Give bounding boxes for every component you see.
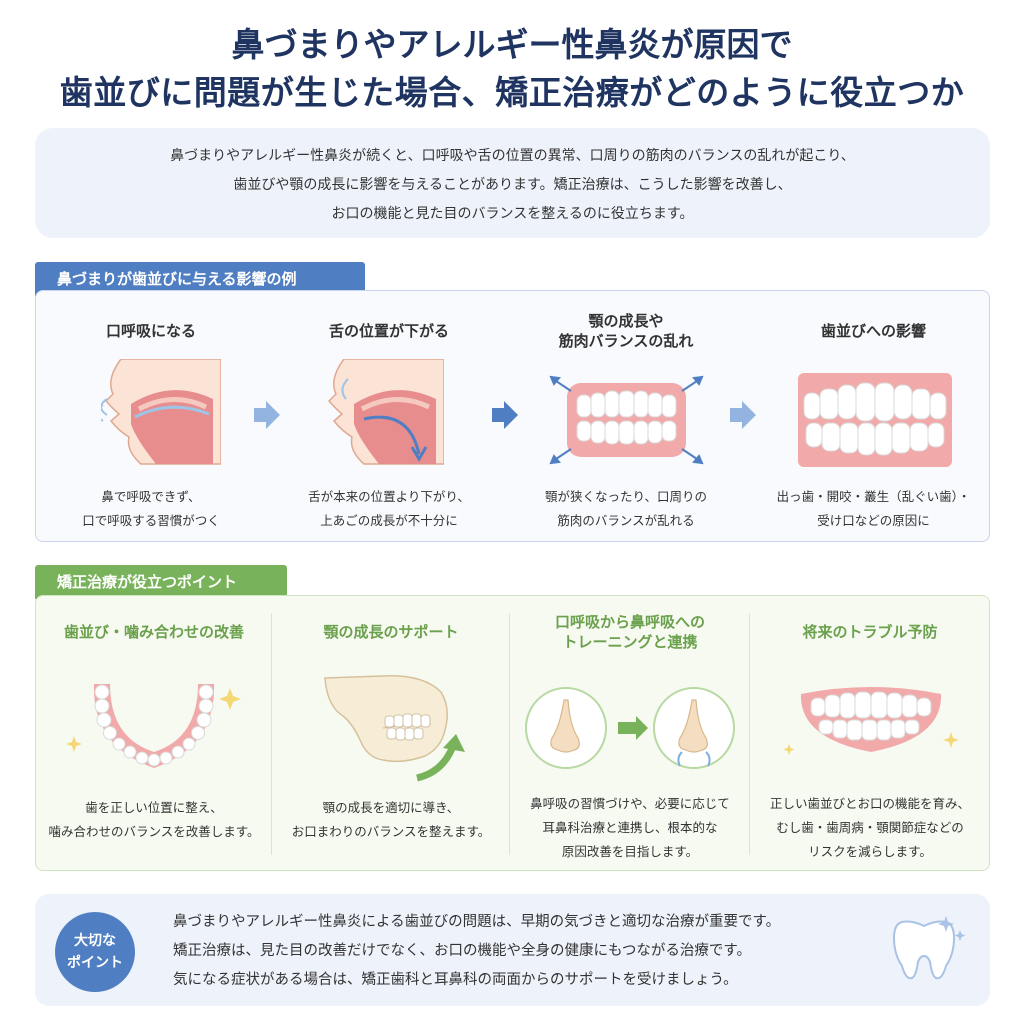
step-jaw-muscle-imbalance: 顎の成長や 筋肉バランスの乱れ 顎が狭くなったり、口周りの (521, 291, 731, 541)
important-point-badge: 大切な ポイント (55, 912, 135, 992)
nose-breathing-icon (525, 687, 735, 769)
step-desc: 舌が本来の位置より下がり、 (308, 489, 470, 504)
point-nasal-breathing-training: 口呼吸から鼻呼吸への トレーニングと連携 鼻呼吸の習慣づけや、必要に応じて 耳鼻… (510, 596, 750, 870)
point-title: トレーニングと連携 (562, 633, 698, 651)
sparkling-tooth-icon (892, 916, 966, 980)
step-desc: 鼻で呼吸できず、 (101, 489, 201, 504)
step-desc: 口で呼吸する習慣がつく (82, 513, 220, 528)
effects-panel: 口呼吸になる 鼻で呼吸できず、 口で呼吸する習慣がつく 舌の位置が下がる (35, 290, 990, 542)
healthy-smile-icon (783, 687, 959, 755)
intro-line: 歯並びや顎の成長に影響を与えることがあります。矯正治療は、こうした影響を改善し、 (233, 177, 792, 193)
badge-line: 大切な (74, 933, 116, 949)
step-title: 歯並びへの影響 (820, 322, 926, 340)
step-title: 筋肉バランスの乱れ (558, 332, 694, 350)
jaw-skull-icon (324, 675, 465, 782)
point-bite-improvement: 歯並び・噛み合わせの改善 歯を正しい位置に整え、 噛み合わせのバランスを改善しま… (36, 596, 272, 870)
point-desc: 噛み合わせのバランスを改善します。 (48, 824, 260, 839)
step-desc: 上あごの成長が不十分に (320, 513, 458, 528)
step-desc: 出っ歯・開咬・叢生（乱ぐい歯）・ (776, 489, 971, 504)
badge-line: ポイント (67, 955, 123, 971)
title-line-1: 鼻づまりやアレルギー性鼻炎が原因で (231, 25, 793, 64)
section-tab-treatment-points: 矯正治療が役立つポイント (35, 565, 287, 599)
step-mouth-breathing: 口呼吸になる 鼻で呼吸できず、 口で呼吸する習慣がつく (46, 291, 256, 541)
step-desc: 筋肉のバランスが乱れる (557, 513, 695, 528)
point-desc: 鼻呼吸の習慣づけや、必要に応じて (530, 796, 730, 811)
arrow-right-icon (492, 401, 518, 429)
point-desc: 顎の成長を適切に導き、 (322, 800, 460, 815)
point-desc: リスクを減らします。 (808, 844, 932, 859)
mouth-breathing-face-icon (101, 359, 221, 465)
treatment-points-panel: 歯並び・噛み合わせの改善 歯を正しい位置に整え、 噛み合わせのバランスを改善しま… (35, 595, 990, 871)
point-jaw-growth-support: 顎の成長のサポート 顎の成長を適切に導き、 お口まわりのバランスを整えます。 (273, 596, 509, 870)
intro-line: お口の機能と見た目のバランスを整えるのに役立ちます。 (331, 206, 694, 222)
title-line-2: 歯並びに問題が生じた場合、矯正治療がどのように役立つか (59, 73, 965, 112)
summary-line: 気になる症状がある場合は、矯正歯科と耳鼻科の両面からのサポートを受けましょう。 (173, 972, 738, 988)
step-title: 顎の成長や (588, 312, 664, 330)
page-title: 鼻づまりやアレルギー性鼻炎が原因で 歯並びに問題が生じた場合、矯正治療がどのよう… (0, 22, 1024, 118)
low-tongue-face-icon (327, 359, 444, 465)
summary-line: 矯正治療は、見た目の改善だけでなく、お口の機能や全身の健康にもつながる治療です。 (173, 943, 751, 959)
step-low-tongue: 舌の位置が下がる 舌が本来の位置より下がり、 上あごの成長が不十分に (284, 291, 494, 541)
point-future-trouble-prevention: 将来のトラブル予防 正しい歯並びとお口の機能を育み、 むし歯・歯周病・顎関節症な… (751, 596, 989, 870)
point-desc: 耳鼻科治療と連携し、根本的な (542, 820, 718, 835)
step-teeth-alignment-effect: 歯並びへの影響 出っ歯・開咬・叢生（乱ぐい歯）・ 受け口などの原因に (761, 291, 986, 541)
point-desc: むし歯・歯周病・顎関節症などの (776, 820, 964, 835)
step-desc: 顎が狭くなったり、口周りの (544, 489, 707, 504)
column-divider (509, 613, 510, 855)
intro-line: 鼻づまりやアレルギー性鼻炎が続くと、口呼吸や舌の位置の異常、口周りの筋肉のバラン… (170, 148, 855, 164)
point-title: 顎の成長のサポート (323, 623, 459, 641)
arrow-right-icon (730, 401, 756, 429)
point-title: 将来のトラブル予防 (802, 623, 938, 641)
point-desc: 正しい歯並びとお口の機能を育み、 (769, 796, 970, 811)
point-desc: 原因改善を目指します。 (561, 844, 699, 859)
arrow-right-icon (254, 401, 280, 429)
step-title: 口呼吸になる (105, 322, 196, 340)
crooked-teeth-icon (798, 373, 952, 467)
step-desc: 受け口などの原因に (817, 513, 930, 528)
summary-line: 鼻づまりやアレルギー性鼻炎による歯並びの問題は、早期の気づきと適切な治療が重要で… (173, 914, 781, 930)
dental-arch-icon (66, 684, 241, 768)
narrow-teeth-icon (549, 375, 704, 465)
point-desc: お口まわりのバランスを整えます。 (291, 824, 491, 839)
column-divider (749, 613, 750, 855)
summary-box: 大切な ポイント 鼻づまりやアレルギー性鼻炎による歯並びの問題は、早期の気づきと… (35, 894, 990, 1006)
point-title: 口呼吸から鼻呼吸への (554, 613, 705, 631)
point-title: 歯並び・噛み合わせの改善 (63, 623, 244, 641)
point-desc: 歯を正しい位置に整え、 (85, 800, 223, 815)
step-title: 舌の位置が下がる (328, 322, 449, 340)
intro-box: 鼻づまりやアレルギー性鼻炎が続くと、口呼吸や舌の位置の異常、口周りの筋肉のバラン… (35, 128, 990, 238)
column-divider (271, 613, 272, 855)
